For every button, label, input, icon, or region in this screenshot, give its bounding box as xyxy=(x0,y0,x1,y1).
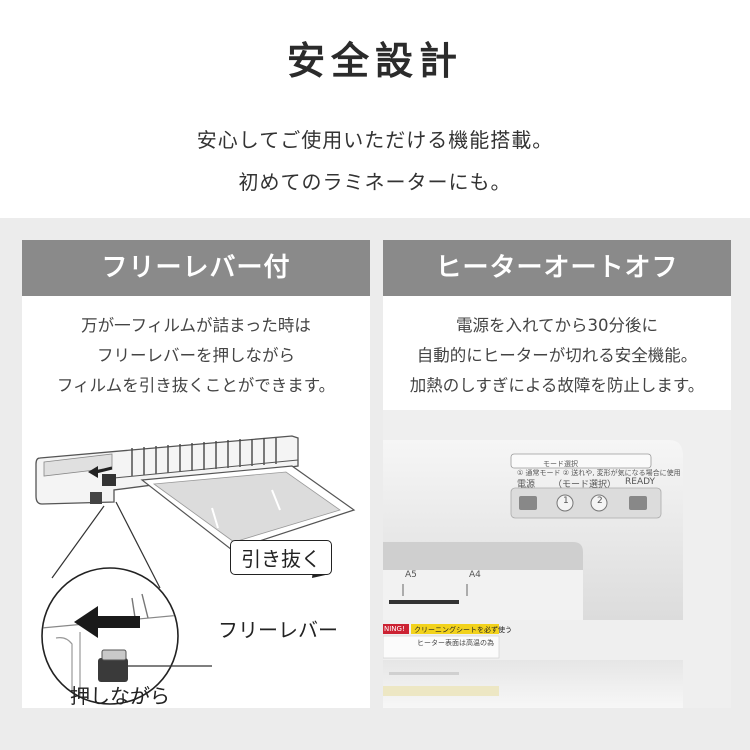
panel-heater-auto-off: ヒーターオートオフ 電源を入れてから30分後に 自動的にヒーターが切れる安全機能… xyxy=(383,240,731,708)
heater-desc-2: 自動的にヒーターが切れる安全機能。 xyxy=(416,346,698,365)
lead-line-2: 初めてのラミネーターにも。 xyxy=(238,170,512,194)
laminator-lever-illustration xyxy=(35,435,356,705)
mode-note: ① 通常モード ② 送れや, 変形が気になる場合に使用 xyxy=(517,469,681,477)
heater-desc-3: 加熱のしすぎによる故障を防止します。 xyxy=(409,376,705,395)
mode-select-label: （モード選択） xyxy=(553,480,617,490)
free-lever-label: フリーレバー xyxy=(218,618,338,642)
pull-out-label: 引き抜く xyxy=(230,540,332,575)
panel-heading-free-lever: フリーレバー付 xyxy=(22,240,370,296)
mode-caption: モード選択 xyxy=(543,460,578,468)
warning-label: NING! xyxy=(384,625,405,633)
free-lever-desc-3: フィルムを引き抜くことができます。 xyxy=(56,376,336,395)
while-pressing-label: 押しながら xyxy=(70,684,170,708)
heater-caution-label: ヒーター表面は高温の為 xyxy=(417,639,494,647)
laminator-control-photo xyxy=(383,410,731,708)
mode-button-2: 2 xyxy=(597,496,603,506)
mode-button-1: 1 xyxy=(563,496,569,506)
ready-label: READY xyxy=(625,477,656,487)
cleaning-sheet-label: クリーニングシートを必ず使う xyxy=(414,626,512,634)
panel-heading-heater-auto-off: ヒーターオートオフ xyxy=(383,240,731,296)
header-section: 安全設計 安心してご使用いただける機能搭載。 初めてのラミネーターにも。 xyxy=(0,0,750,218)
size-a4-mark: A4 xyxy=(469,570,481,580)
free-lever-desc-2: フリーレバーを押しながら xyxy=(97,346,295,365)
panel-free-lever: フリーレバー付 万が一フィルムが詰まった時は フリーレバーを押しながら フィルム… xyxy=(22,240,370,708)
power-label: 電源 xyxy=(517,480,536,490)
page-title: 安全設計 xyxy=(286,39,463,83)
size-a5-mark: A5 xyxy=(405,570,417,580)
free-lever-desc-1: 万が一フィルムが詰まった時は xyxy=(81,316,311,335)
lead-line-1: 安心してご使用いただける機能搭載。 xyxy=(196,128,554,152)
heater-desc-1: 電源を入れてから30分後に xyxy=(455,316,658,335)
